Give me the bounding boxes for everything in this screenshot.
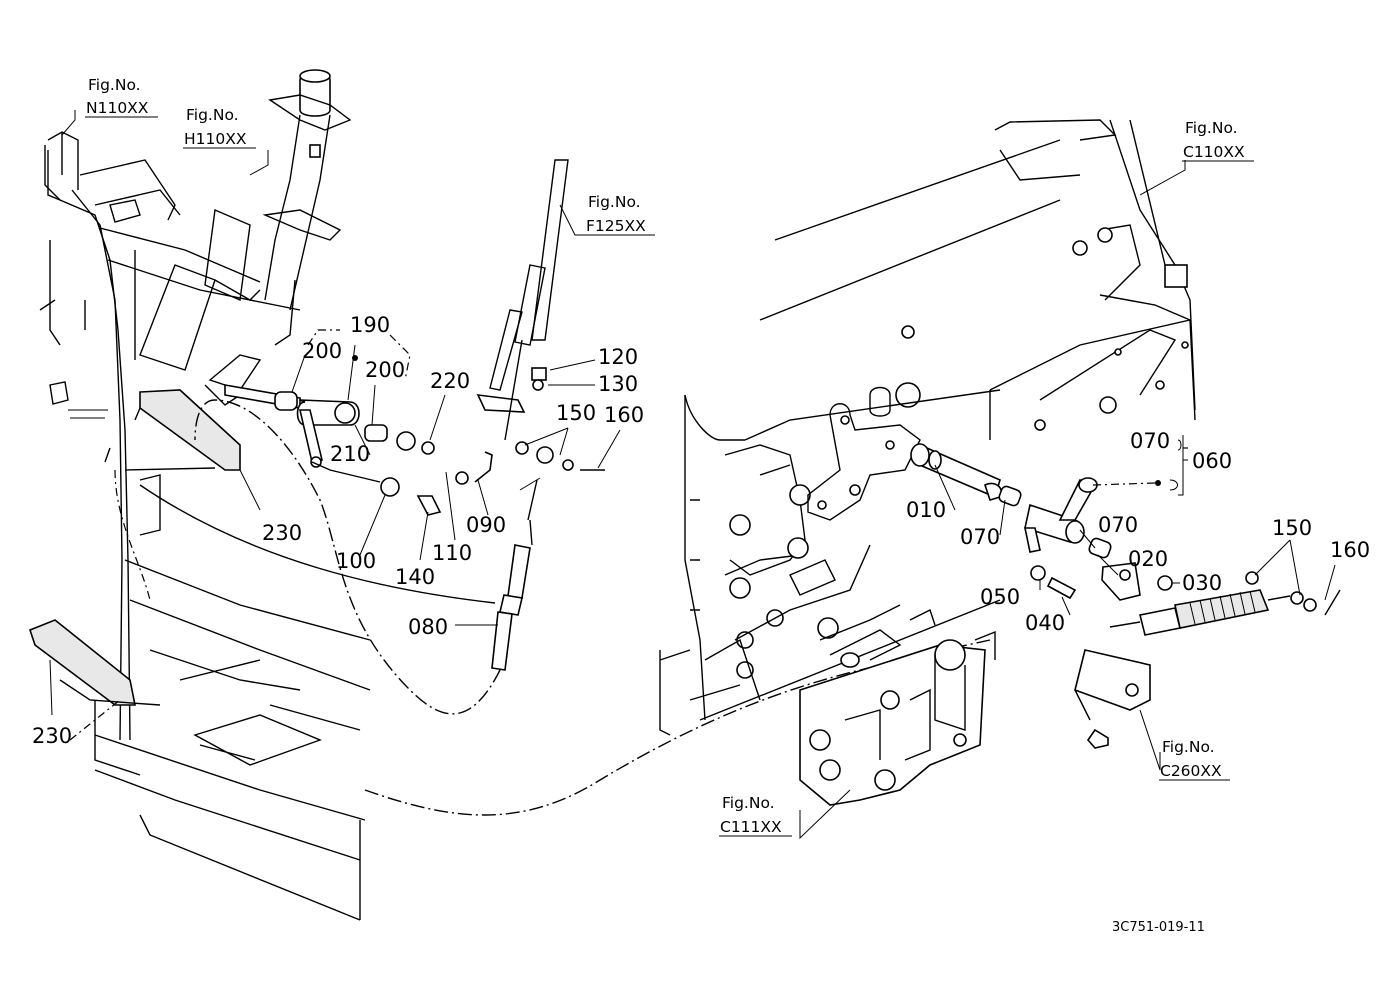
fig-ref-c111-code: C111XX (720, 818, 782, 836)
callout-060: 060 (1192, 449, 1232, 473)
fig-ref-n110-code: N110XX (86, 99, 149, 117)
callout-050: 050 (980, 585, 1020, 609)
cable-bracket (1074, 649, 1151, 749)
transmission-case (659, 119, 1196, 736)
pedal-lower (29, 619, 161, 706)
control-rod (476, 159, 569, 441)
fig-ref-c110-code: C110XX (1183, 143, 1245, 161)
fig-ref-c260-label: Fig.No. (1162, 738, 1215, 756)
callout-070: 070 (1098, 513, 1138, 537)
callout-090: 090 (466, 513, 506, 537)
callout-150: 150 (556, 401, 596, 425)
fig-ref-c111-label: Fig.No. (722, 794, 775, 812)
shaft-bracket (807, 403, 921, 521)
callout-190: 190 (350, 313, 390, 337)
fig-ref-c110: Fig.No. C110XX (1182, 119, 1254, 162)
fig-ref-f125: Fig.No. F125XX (585, 193, 655, 236)
callout-210: 210 (330, 442, 370, 466)
fig-ref-h110-code: H110XX (184, 130, 247, 148)
part-callouts: 190 200 200 210 220 120 130 150 160 230 … (32, 313, 1370, 748)
fig-ref-c111: Fig.No. C111XX (719, 794, 792, 837)
callout-070: 070 (960, 525, 1000, 549)
callout-070: 070 (1130, 429, 1170, 453)
callout-200: 200 (365, 358, 405, 382)
shaft-010 (910, 443, 1003, 501)
steering-column (139, 69, 352, 406)
fig-ref-h110: Fig.No. H110XX (183, 106, 256, 149)
fig-ref-n110-label: Fig.No. (88, 76, 141, 94)
pedal-arrow (104, 447, 111, 463)
pedal-upper (134, 389, 241, 471)
pedal-linkage-assembly (224, 384, 605, 516)
leader-lines (49, 110, 1336, 840)
callout-130: 130 (598, 372, 638, 396)
callout-110: 110 (432, 541, 472, 565)
small-parts-right (1030, 562, 1341, 616)
fig-ref-c260: Fig.No. C260XX (1159, 738, 1230, 781)
callout-120: 120 (598, 345, 638, 369)
group-bracket-190 (307, 329, 1161, 486)
callout-200: 200 (302, 339, 342, 363)
callout-220: 220 (430, 369, 470, 393)
lever-arm (998, 477, 1112, 559)
cable-route-line (364, 639, 991, 816)
callout-080: 080 (408, 615, 448, 639)
callout-100: 100 (336, 549, 376, 573)
fig-ref-h110-label: Fig.No. (186, 106, 239, 124)
throttle-cable (124, 399, 538, 715)
callout-040: 040 (1025, 611, 1065, 635)
fig-ref-c260-code: C260XX (1160, 762, 1222, 780)
diagram-code: 3C751-019-11 (1112, 920, 1205, 935)
callout-230: 230 (32, 724, 72, 748)
cable-end-assembly (1109, 589, 1291, 636)
callout-030: 030 (1182, 571, 1222, 595)
callout-010: 010 (906, 498, 946, 522)
callout-020: 020 (1128, 547, 1168, 571)
control-valve (799, 609, 996, 806)
fig-ref-n110: Fig.No. N110XX (85, 76, 158, 118)
fig-ref-f125-code: F125XX (586, 217, 646, 235)
pedal-link-line (69, 469, 151, 741)
callout-160: 160 (604, 403, 644, 427)
callout-140: 140 (395, 565, 435, 589)
callout-150: 150 (1272, 516, 1312, 540)
callout-230: 230 (262, 521, 302, 545)
left-frame-structure (39, 131, 371, 921)
fig-ref-f125-label: Fig.No. (588, 193, 641, 211)
callout-160: 160 (1330, 538, 1370, 562)
fig-ref-c110-label: Fig.No. (1185, 119, 1238, 137)
